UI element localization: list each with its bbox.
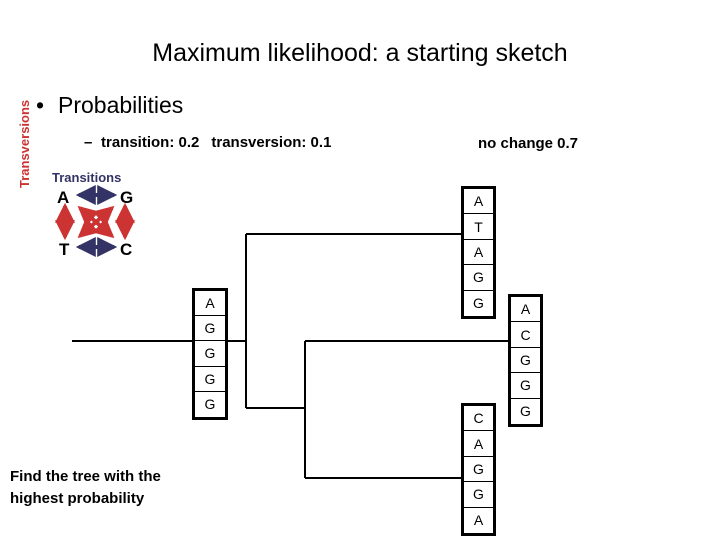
residue-cell: G xyxy=(464,265,493,291)
residue-cell: C xyxy=(511,322,540,348)
nucleotide-T: T xyxy=(59,240,70,259)
residue-cell: A xyxy=(464,239,493,266)
substitution-arrows-diagram xyxy=(55,185,135,257)
residue-cell: A xyxy=(195,291,225,317)
residue-cell: G xyxy=(511,347,540,374)
residue-cell: G xyxy=(464,456,493,483)
residue-cell: G xyxy=(511,398,540,424)
sub-bullet-marker-icon: – xyxy=(84,134,93,151)
residue-cell: A xyxy=(464,507,493,533)
residue-cell: G xyxy=(464,482,493,508)
residue-cell: A xyxy=(464,189,493,215)
bullet-marker-icon: • xyxy=(36,92,45,118)
footnote-line-2: highest probability xyxy=(10,490,145,507)
footnote-line-1: Find the tree with the xyxy=(10,468,161,485)
transversion-rate-label: transversion: 0.1 xyxy=(211,134,332,151)
residue-cell: G xyxy=(195,391,225,417)
residue-cell: G xyxy=(195,366,225,392)
nucleotide-G: G xyxy=(120,188,134,207)
residue-cell: A xyxy=(464,431,493,457)
arrow-G-T-transversion xyxy=(77,205,115,239)
residue-cell: A xyxy=(511,297,540,323)
nucleotide-A: A xyxy=(57,188,70,207)
bullet-rates: –transition: 0.2 transversion: 0.1 xyxy=(84,133,331,153)
bullet-probabilities-label: Probabilities xyxy=(58,92,184,118)
transitions-label: Transitions xyxy=(52,170,122,185)
transition-rate-label: transition: 0.2 xyxy=(101,134,200,151)
no-change-rate-label: no change 0.7 xyxy=(478,135,579,152)
residue-cell: G xyxy=(195,316,225,342)
residue-cell: C xyxy=(464,406,493,432)
page-title: Maximum likelihood: a starting sketch xyxy=(152,39,568,67)
nucleotide-C: C xyxy=(120,240,133,259)
footnote: Find the tree with the highest probabili… xyxy=(10,466,240,510)
bullet-probabilities: • Probabilities xyxy=(36,92,183,119)
residue-cell: G xyxy=(464,290,493,316)
residue-cell: G xyxy=(195,341,225,367)
residue-cell: G xyxy=(511,373,540,399)
residue-cell: T xyxy=(464,214,493,240)
